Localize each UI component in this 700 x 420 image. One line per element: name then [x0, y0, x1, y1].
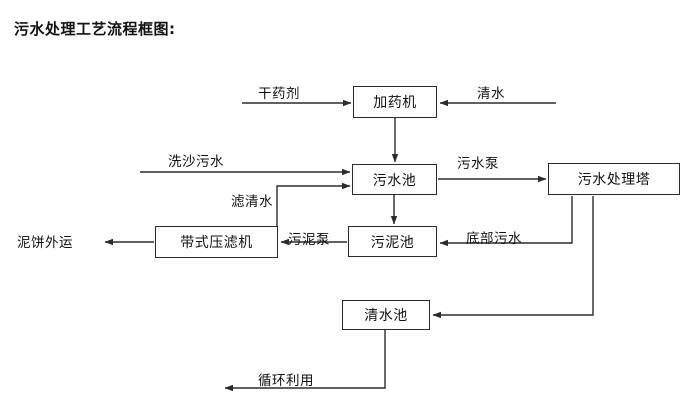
- edge-label-clean-water-in: 清水: [477, 86, 505, 102]
- node-treatment-tower[interactable]: 污水处理塔: [548, 163, 680, 195]
- edge-tower-to-clean-water-pool: [432, 196, 594, 319]
- node-label: 污水处理塔: [577, 172, 651, 188]
- node-label: 污水池: [372, 172, 417, 189]
- node-label: 清水池: [364, 308, 408, 324]
- node-clean-water-pool[interactable]: 清水池: [342, 300, 430, 330]
- node-sludge-pool[interactable]: 污泥池: [348, 226, 437, 257]
- node-label: 加药机: [373, 95, 417, 111]
- edge-label-dry-reagent: 干药剂: [258, 86, 300, 102]
- edge-label-sludge-pump: 污泥泵: [288, 232, 330, 248]
- page-title: 污水处理工艺流程框图:: [14, 20, 176, 38]
- edge-label-bottom-sewage: 底部污水: [466, 231, 522, 247]
- node-sewage-pool[interactable]: 污水池: [352, 164, 437, 195]
- edge-filtered-water-to-sewage-pool: [276, 182, 351, 226]
- edge-label-recycle-reuse: 循环利用: [258, 373, 314, 389]
- terminal-label-mud-cake-out: 泥饼外运: [17, 235, 73, 251]
- edge-label-sand-wash-sewage: 洗沙污水: [168, 154, 224, 170]
- edge-clean-water-pool-to-recycle: [224, 330, 386, 392]
- edge-label-filtered-water: 滤清水: [231, 194, 273, 210]
- edge-bottom-sewage-to-sludge-pool: [439, 196, 573, 247]
- node-belt-filter-press[interactable]: 带式压滤机: [155, 226, 278, 258]
- node-dosing-machine[interactable]: 加药机: [353, 86, 437, 118]
- node-label: 污泥池: [370, 234, 415, 251]
- node-label: 带式压滤机: [180, 235, 253, 251]
- edge-label-sewage-pump: 污水泵: [457, 156, 499, 172]
